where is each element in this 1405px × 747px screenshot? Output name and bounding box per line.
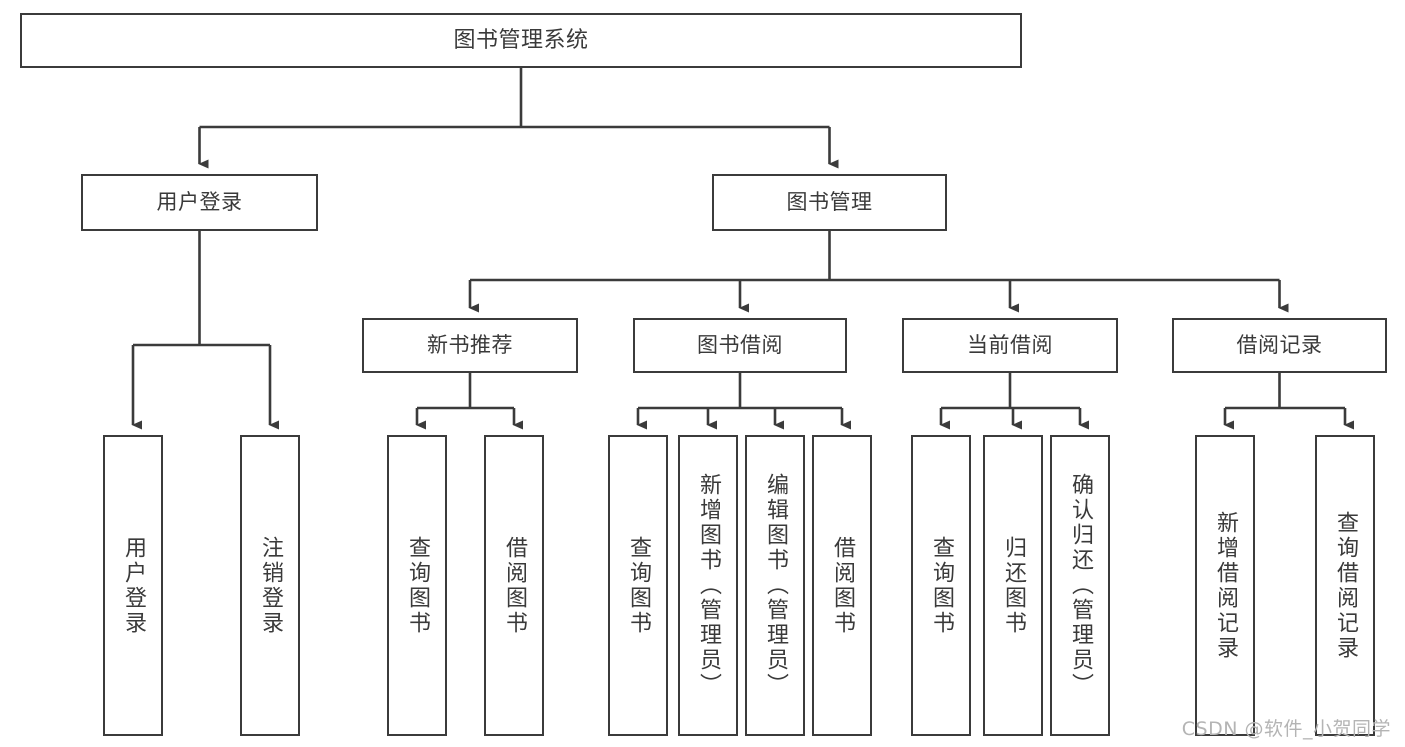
node-label: 新增图书（管理员）	[696, 473, 721, 698]
node-label: 查询借阅记录	[1333, 510, 1358, 661]
node-current-borrow[interactable]: 当前借阅	[902, 318, 1118, 373]
node-label: 借阅图书	[502, 535, 527, 636]
node-new-book-recommend[interactable]: 新书推荐	[362, 318, 578, 373]
watermark: CSDN @软件_小贺同学	[1181, 718, 1391, 740]
leaf-query-book-2[interactable]: 查询图书	[608, 435, 668, 736]
node-label: 借阅图书	[830, 535, 855, 636]
node-book-borrow[interactable]: 图书借阅	[633, 318, 847, 373]
node-label: 借阅记录	[1236, 333, 1323, 358]
node-label: 图书借阅	[697, 333, 783, 358]
leaf-borrow-book-2[interactable]: 借阅图书	[812, 435, 872, 736]
node-root[interactable]: 图书管理系统	[20, 13, 1022, 68]
leaf-return-book[interactable]: 归还图书	[983, 435, 1043, 736]
node-label: 图书管理	[786, 190, 873, 215]
node-label: 查询图书	[405, 535, 430, 636]
leaf-query-borrow-record[interactable]: 查询借阅记录	[1315, 435, 1375, 736]
node-label: 图书管理系统	[453, 27, 589, 53]
node-label: 用户登录	[156, 190, 243, 215]
leaf-confirm-return[interactable]: 确认归还（管理员）	[1050, 435, 1110, 736]
node-label: 用户登录	[121, 535, 146, 636]
leaf-add-book[interactable]: 新增图书（管理员）	[678, 435, 738, 736]
node-label: 归还图书	[1001, 535, 1026, 636]
leaf-edit-book[interactable]: 编辑图书（管理员）	[745, 435, 805, 736]
node-label: 当前借阅	[967, 333, 1053, 358]
leaf-user-login[interactable]: 用户登录	[103, 435, 163, 736]
leaf-add-borrow-record[interactable]: 新增借阅记录	[1195, 435, 1255, 736]
node-label: 新书推荐	[427, 333, 513, 358]
node-label: 确认归还（管理员）	[1068, 473, 1093, 698]
node-label: 新增借阅记录	[1213, 510, 1238, 661]
leaf-query-book-1[interactable]: 查询图书	[387, 435, 447, 736]
leaf-borrow-book-1[interactable]: 借阅图书	[484, 435, 544, 736]
node-label: 查询图书	[929, 535, 954, 636]
leaf-query-book-3[interactable]: 查询图书	[911, 435, 971, 736]
node-user-login[interactable]: 用户登录	[81, 174, 318, 231]
node-label: 编辑图书（管理员）	[763, 473, 788, 698]
node-label: 查询图书	[626, 535, 651, 636]
node-borrow-record[interactable]: 借阅记录	[1172, 318, 1387, 373]
leaf-user-logout[interactable]: 注销登录	[240, 435, 300, 736]
node-label: 注销登录	[258, 535, 283, 636]
node-book-management[interactable]: 图书管理	[712, 174, 947, 231]
